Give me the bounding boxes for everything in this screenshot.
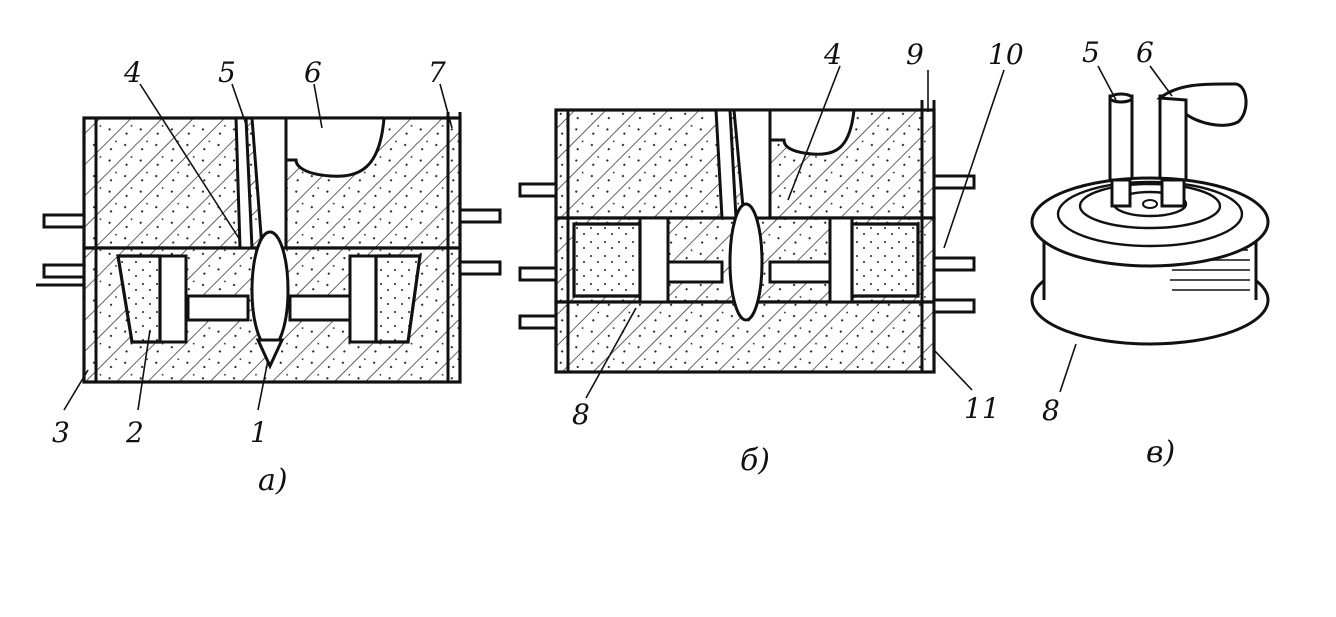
label-10-b: 10 bbox=[988, 38, 1024, 71]
leaders-c bbox=[1059, 65, 1173, 393]
panel-c: 5 6 8 в) bbox=[1030, 36, 1270, 470]
caption-b: б) bbox=[740, 443, 770, 478]
label-4-a: 4 bbox=[123, 56, 142, 89]
caption-a: а) bbox=[258, 463, 288, 498]
core-right-b bbox=[850, 222, 920, 298]
flask-lugs-a bbox=[36, 208, 502, 287]
casting-cavity-b bbox=[638, 202, 854, 322]
label-11-b: 11 bbox=[964, 392, 1000, 425]
caption-c: в) bbox=[1146, 435, 1175, 470]
label-5-a: 5 bbox=[218, 56, 236, 89]
pouring-cup-a bbox=[284, 116, 386, 178]
pouring-cup-b bbox=[768, 108, 856, 156]
label-3-a: 3 bbox=[52, 416, 70, 449]
riser-channel-b bbox=[732, 108, 772, 220]
label-6-c: 6 bbox=[1136, 36, 1154, 69]
label-4-b: 4 bbox=[823, 38, 842, 71]
label-1-a: 1 bbox=[250, 416, 268, 449]
core-left-a bbox=[116, 254, 162, 344]
label-2-a: 2 bbox=[125, 416, 144, 449]
flask-lugs-b bbox=[518, 174, 976, 330]
riser-head-6 bbox=[1156, 82, 1248, 127]
label-9-b: 9 bbox=[906, 38, 924, 71]
casting-cavity-a bbox=[158, 230, 378, 370]
label-8-c: 8 bbox=[1042, 394, 1060, 427]
label-5-c: 5 bbox=[1082, 36, 1100, 69]
leaders-b bbox=[585, 65, 1005, 399]
panel-a: 4 5 6 7 3 2 1 а) bbox=[36, 56, 502, 498]
label-8-b: 8 bbox=[572, 398, 590, 431]
panel-b: 4 9 10 8 11 б) bbox=[518, 38, 1024, 478]
core-left-b bbox=[572, 222, 642, 298]
label-7-a: 7 bbox=[428, 56, 446, 89]
label-6-a: 6 bbox=[304, 56, 322, 89]
core-right-a bbox=[374, 254, 422, 344]
leaders-a bbox=[63, 83, 453, 411]
